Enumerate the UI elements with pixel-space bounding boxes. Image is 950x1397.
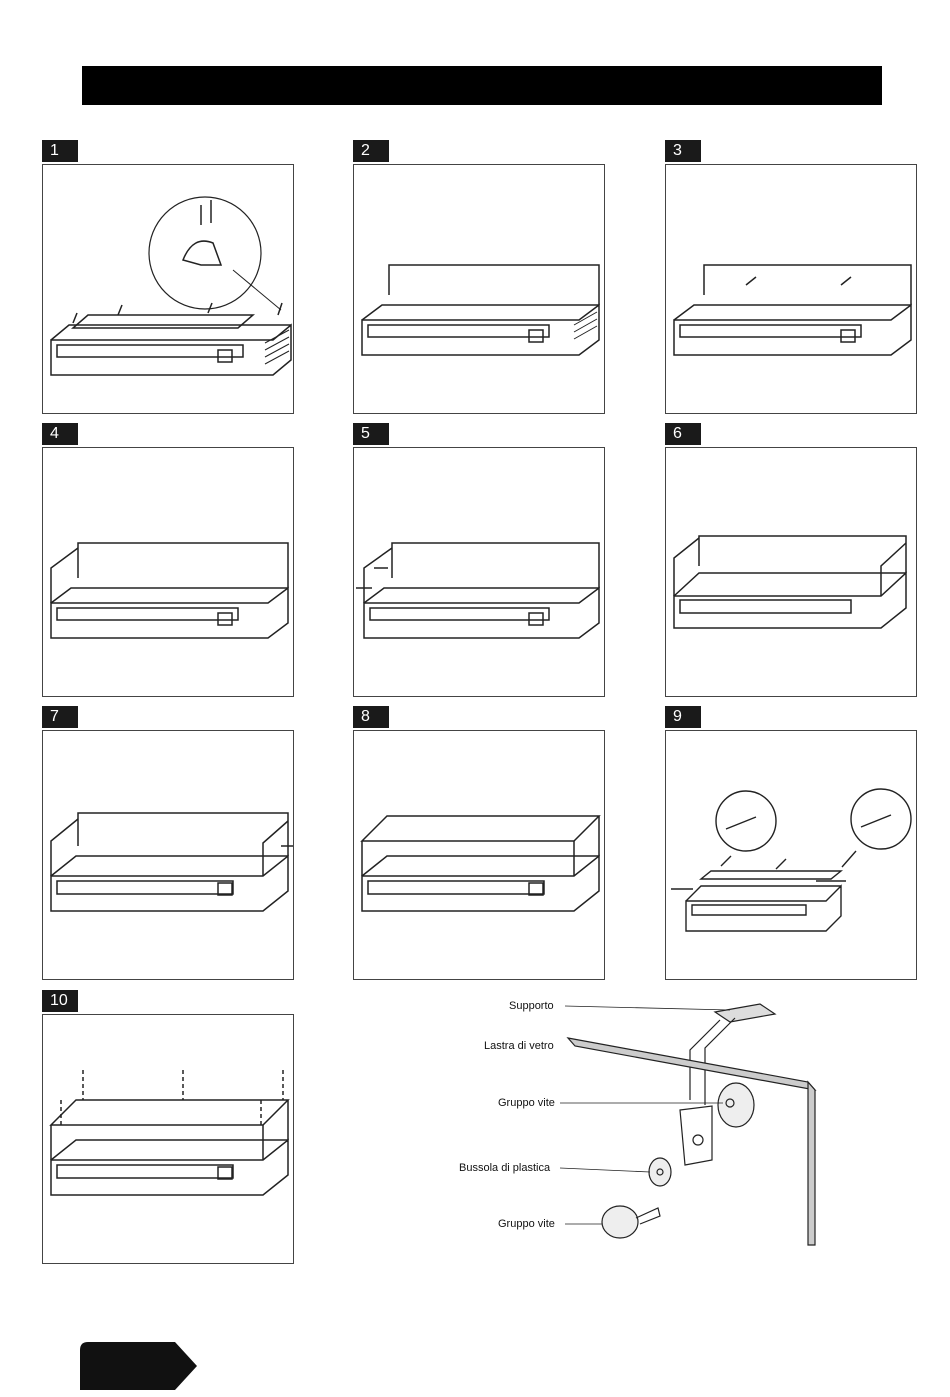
label-gruppo-vite-2: Gruppo vite bbox=[498, 1218, 555, 1230]
step-number: 1 bbox=[42, 140, 78, 162]
step-illustration bbox=[353, 164, 605, 414]
step-illustration bbox=[353, 730, 605, 980]
step-illustration bbox=[665, 730, 917, 980]
assembly-detail: Supporto Lastra di vetro Gruppo vite Bus… bbox=[440, 990, 840, 1260]
label-bussola-di-plastica: Bussola di plastica bbox=[459, 1162, 550, 1174]
step-illustration bbox=[42, 1014, 294, 1264]
step-number: 8 bbox=[353, 706, 389, 728]
step-number: 3 bbox=[665, 140, 701, 162]
step-number: 5 bbox=[353, 423, 389, 445]
step-illustration bbox=[665, 447, 917, 697]
label-lastra-di-vetro: Lastra di vetro bbox=[484, 1040, 554, 1052]
step-illustration bbox=[42, 730, 294, 980]
step-number: 7 bbox=[42, 706, 78, 728]
step-number: 9 bbox=[665, 706, 701, 728]
step-illustration bbox=[42, 164, 294, 414]
label-supporto: Supporto bbox=[509, 1000, 554, 1012]
header-bar bbox=[82, 66, 882, 105]
step-illustration bbox=[353, 447, 605, 697]
step-number: 6 bbox=[665, 423, 701, 445]
step-number: 10 bbox=[42, 990, 78, 1012]
step-number: 4 bbox=[42, 423, 78, 445]
label-gruppo-vite: Gruppo vite bbox=[498, 1097, 555, 1109]
step-illustration bbox=[665, 164, 917, 414]
step-number: 2 bbox=[353, 140, 389, 162]
page-tab bbox=[80, 1342, 198, 1397]
step-illustration bbox=[42, 447, 294, 697]
